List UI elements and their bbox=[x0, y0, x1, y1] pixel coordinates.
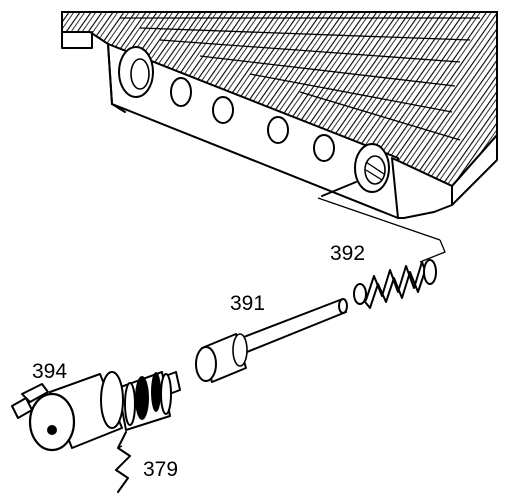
valve-body-solenoid-bore bbox=[354, 143, 390, 193]
valve-body bbox=[61, 11, 498, 219]
seal-379-leader bbox=[115, 431, 131, 493]
solenoid-394 bbox=[11, 371, 181, 452]
alignment-lines bbox=[317, 197, 446, 263]
callout-392: 392 bbox=[330, 242, 365, 265]
callout-379: 379 bbox=[143, 458, 178, 481]
callout-391: 391 bbox=[230, 292, 265, 315]
valve-body-bore-4 bbox=[267, 116, 289, 144]
valve-body-bore-5 bbox=[313, 134, 335, 162]
callout-394: 394 bbox=[32, 360, 67, 383]
spring-392 bbox=[353, 259, 437, 309]
valve-body-bore-2 bbox=[170, 77, 192, 107]
valve-body-bore-3 bbox=[212, 96, 234, 124]
valve-body-bore-1 bbox=[118, 46, 154, 98]
valve-391 bbox=[195, 298, 348, 383]
